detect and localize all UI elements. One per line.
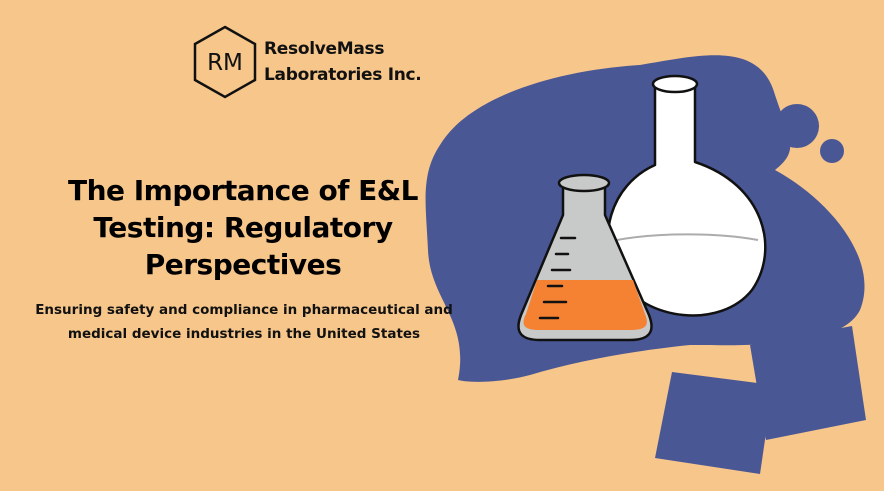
bubble-large-icon xyxy=(775,104,819,148)
round-bottom-flask-icon xyxy=(606,74,767,317)
square-left-icon xyxy=(655,372,773,474)
page-subtitle: Ensuring safety and compliance in pharma… xyxy=(35,302,453,342)
bubble-small-icon xyxy=(820,139,844,163)
page-title: The Importance of E&L Testing: Regulator… xyxy=(67,174,419,281)
measurement-marks xyxy=(538,236,577,320)
company-name-line2: Laboratories Inc. xyxy=(264,65,422,85)
erlenmeyer-flask-icon xyxy=(517,173,653,342)
orange-liquid xyxy=(523,280,647,330)
company-logo: RM ResolveMass Laboratories Inc. xyxy=(192,24,452,104)
hexagon-logo-icon: RM xyxy=(193,25,257,99)
company-name: ResolveMass Laboratories Inc. xyxy=(264,36,422,88)
square-right-icon xyxy=(750,326,866,440)
logo-monogram: RM xyxy=(207,50,243,76)
company-name-line1: ResolveMass xyxy=(264,39,385,59)
